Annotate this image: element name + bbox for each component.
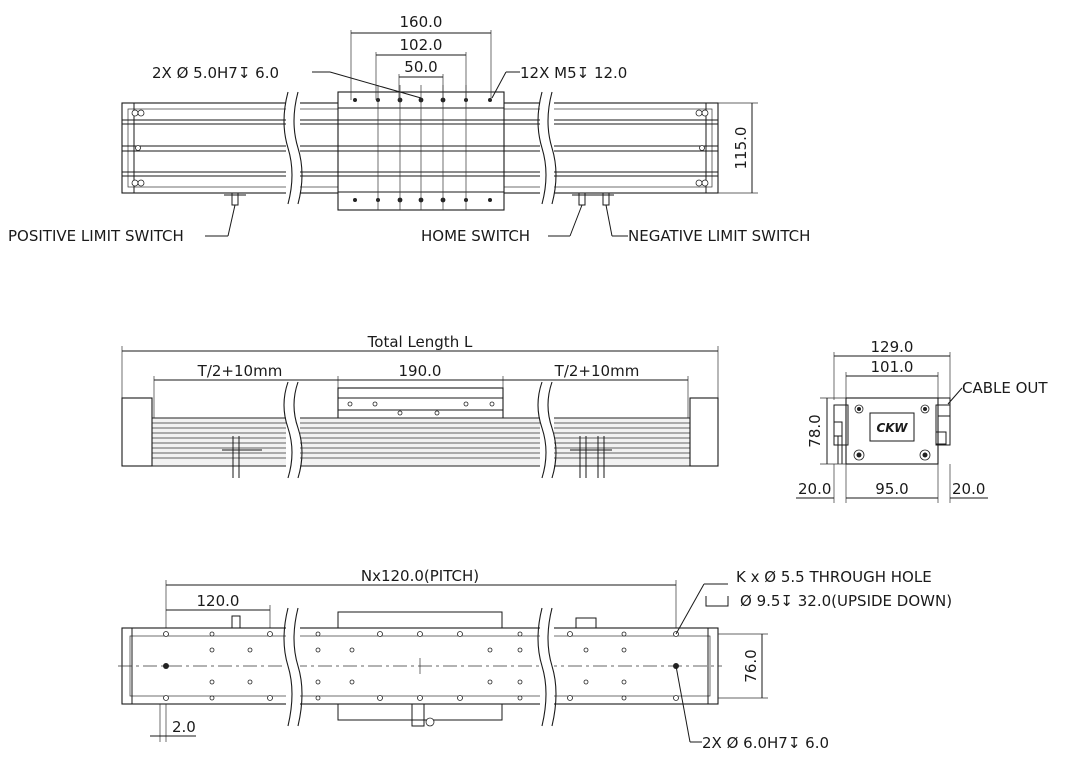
bottom-view: Nx120.0(PITCH) 120.0 <box>118 567 952 752</box>
ckw-logo: CKW <box>876 421 908 435</box>
top-view: 160.0 102.0 50.0 2X Ø 5.0H7↧ 6.0 12X M5↧… <box>8 13 810 245</box>
negative-limit-label: NEGATIVE LIMIT SWITCH <box>628 227 810 245</box>
dim-76: 76.0 <box>742 649 760 682</box>
cable-out-label: CABLE OUT <box>962 379 1048 397</box>
dim-102: 102.0 <box>400 36 443 54</box>
counterbore-note: Ø 9.5↧ 32.0(UPSIDE DOWN) <box>740 592 952 610</box>
dim-20-left: 20.0 <box>798 480 831 498</box>
tap-note: 12X M5↧ 12.0 <box>520 64 627 82</box>
dim-50: 50.0 <box>404 58 437 76</box>
carriage-length-label: 190.0 <box>399 362 442 380</box>
dim-78: 78.0 <box>806 414 824 447</box>
dim-120: 120.0 <box>197 592 240 610</box>
end-view: 129.0 101.0 CABLE OUT CKW 78.0 <box>796 338 1048 503</box>
left-travel-label: T/2+10mm <box>197 362 283 380</box>
logo-plate <box>869 412 915 442</box>
positive-limit-label: POSITIVE LIMIT SWITCH <box>8 227 184 245</box>
total-length-label: Total Length L <box>367 333 473 351</box>
side-view: Total Length L T/2+10mm 190.0 T/2+10mm <box>121 333 719 479</box>
dim-95: 95.0 <box>875 480 908 498</box>
pitch-label: Nx120.0(PITCH) <box>361 567 479 585</box>
bottom-hole-pattern <box>163 631 679 701</box>
dim-160: 160.0 <box>400 13 443 31</box>
home-switch-label: HOME SWITCH <box>421 227 530 245</box>
dim-115: 115.0 <box>732 127 750 170</box>
dim-2: 2.0 <box>172 718 196 736</box>
right-travel-label: T/2+10mm <box>554 362 640 380</box>
dim-20-right: 20.0 <box>952 480 985 498</box>
dowel-note: 2X Ø 6.0H7↧ 6.0 <box>702 734 829 752</box>
dim-129: 129.0 <box>871 338 914 356</box>
dim-101: 101.0 <box>871 358 914 376</box>
side-rail <box>121 417 719 467</box>
through-hole-note: K x Ø 5.5 THROUGH HOLE <box>736 568 932 586</box>
pin-hole-note: 2X Ø 5.0H7↧ 6.0 <box>152 64 279 82</box>
